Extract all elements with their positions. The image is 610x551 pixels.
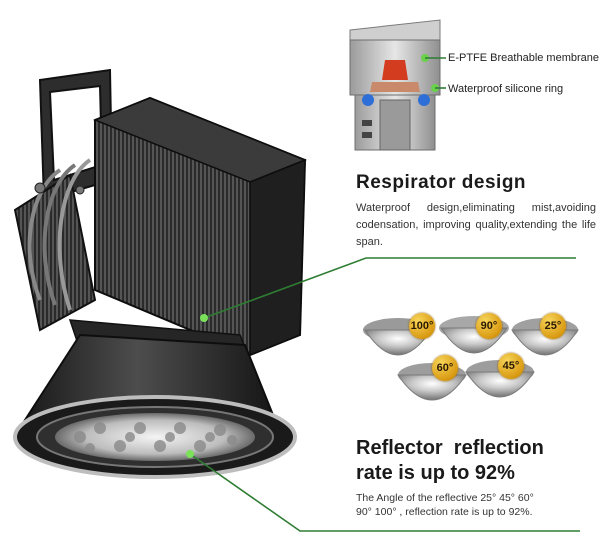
- angle-badge-100: 100°: [409, 313, 435, 339]
- angle-badge-45: 45°: [498, 353, 524, 379]
- reflector-title-line1: Reflector reflection: [356, 437, 544, 459]
- reflector-marker: [186, 450, 194, 458]
- lamp-illustration: [13, 68, 308, 479]
- reflector-title-line2: rate is up to 92%: [356, 462, 515, 484]
- callout-silicone-ring: Waterproof silicone ring: [448, 83, 564, 95]
- leader-lines: [189, 57, 580, 532]
- respirator-valve-cutaway: [349, 19, 441, 151]
- valve-marker: [200, 314, 208, 322]
- angle-badge-25: 25°: [540, 313, 566, 339]
- respirator-title: Respirator design: [356, 172, 527, 193]
- callout-membrane: E-PTFE Breathable membrane: [448, 52, 600, 64]
- angle-badge-90: 90°: [476, 313, 502, 339]
- reflector-description-line1: The Angle of the reflective 25° 45° 60°: [356, 492, 534, 504]
- respirator-description: Waterproof design,eliminating mist,avoid…: [356, 202, 596, 248]
- reflector-description-line2: 90° 100° , reflection rate is up to 92%.: [356, 506, 533, 518]
- angle-badge-60: 60°: [432, 355, 458, 381]
